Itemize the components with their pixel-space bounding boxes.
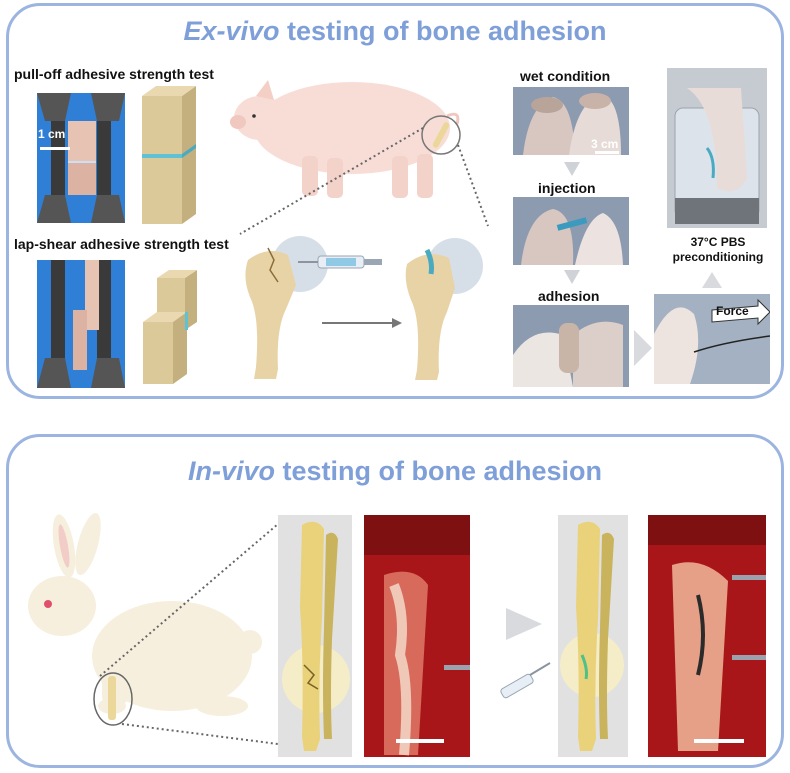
flow-arrow-3 <box>634 330 652 366</box>
pbs-label: 37°C PBS preconditioning <box>668 235 768 265</box>
syringe <box>298 255 382 269</box>
force-test-photo: Force <box>654 294 770 384</box>
rabbit-illustration <box>28 512 262 716</box>
zoom-dotted-lines <box>239 127 489 235</box>
wet-condition-label: wet condition <box>520 68 611 84</box>
flow-arrow-5 <box>506 608 542 640</box>
pull-off-scaffold <box>142 86 196 224</box>
surgical-photo-fracture <box>364 515 470 757</box>
invivo-title: In-vivo testing of bone adhesion <box>0 456 790 487</box>
scale-3cm: 3 cm <box>591 137 619 151</box>
rabbit-bone-zoom-circle <box>93 672 133 726</box>
adhesion-photo <box>513 305 629 387</box>
pbs-preconditioning-photo <box>667 68 767 228</box>
exvivo-title-rest: testing of bone adhesion <box>279 16 607 46</box>
wet-condition-photo: 3 cm <box>513 87 629 155</box>
lap-shear-scaffold <box>143 270 197 384</box>
flow-arrow-2 <box>564 270 580 284</box>
exvivo-title: Ex-vivo testing of bone adhesion <box>0 16 790 47</box>
repaired-humerus <box>405 238 483 380</box>
invivo-title-italic: In-vivo <box>187 456 275 486</box>
invivo-title-rest: testing of bone adhesion <box>275 456 603 486</box>
pig-illustration <box>230 80 460 198</box>
flow-arrow-1 <box>564 162 580 176</box>
fractured-humerus <box>245 236 328 379</box>
lap-shear-test-photo <box>37 260 125 388</box>
pbs-label-line1: 37°C PBS <box>690 235 746 249</box>
exvivo-title-italic: Ex-vivo <box>183 16 280 46</box>
flow-arrow-4 <box>702 272 722 288</box>
force-label: Force <box>716 304 749 318</box>
lap-shear-label: lap-shear adhesive strength test <box>14 236 229 252</box>
pig-bone-zoom-circle <box>421 115 461 155</box>
pbs-label-line2: preconditioning <box>672 250 764 264</box>
process-arrow <box>322 318 402 328</box>
fractured-radius-illustration <box>278 515 352 757</box>
injection-photo <box>513 197 629 265</box>
injection-label: injection <box>538 180 596 196</box>
adhesion-label: adhesion <box>538 288 600 304</box>
syringe-small <box>500 662 551 699</box>
surgical-photo-adhesion <box>648 515 766 757</box>
repaired-radius-illustration <box>558 515 628 757</box>
pull-off-label: pull-off adhesive strength test <box>14 66 214 82</box>
scale-1cm: 1 cm <box>38 127 66 141</box>
pull-off-test-photo: 1 cm <box>37 93 125 223</box>
